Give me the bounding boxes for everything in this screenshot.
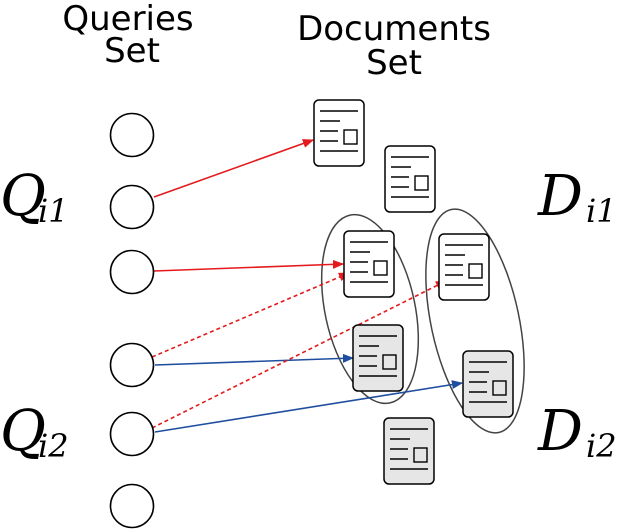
document-icon — [383, 417, 435, 485]
documents-header-line1: Documents — [297, 9, 491, 49]
svg-text:i2: i2 — [586, 427, 617, 465]
doc-label-di2: D i2 — [537, 399, 617, 465]
query-node — [109, 411, 155, 457]
document-icon — [352, 324, 404, 392]
document-icon — [384, 145, 436, 213]
svg-text:i1: i1 — [586, 192, 617, 230]
query-node — [109, 184, 155, 230]
documents-header-line2: Set — [366, 43, 422, 83]
svg-text:i2: i2 — [38, 427, 69, 465]
query-nodes — [109, 112, 155, 529]
query-label-qi2: Q i2 — [0, 399, 69, 465]
edge-q5-d6 — [154, 380, 464, 433]
doc-label-di1: D i1 — [537, 164, 617, 230]
document-nodes — [313, 99, 514, 485]
edge-q5-d5-dashed — [151, 280, 448, 429]
queries-header-line1: Queries — [62, 0, 193, 39]
query-node — [109, 249, 155, 295]
svg-text:D: D — [537, 399, 583, 464]
edge-q2-d1 — [153, 139, 315, 198]
query-label-qi1: Q i1 — [0, 164, 69, 230]
cluster-2 — [425, 208, 525, 434]
edge-q3-d3 — [153, 259, 345, 272]
edge-q4-d4 — [154, 353, 355, 366]
document-icon — [438, 233, 490, 301]
svg-text:D: D — [537, 164, 583, 229]
edge-q4-d3-dashed — [151, 272, 351, 358]
query-node — [109, 342, 155, 388]
svg-text:Q: Q — [0, 399, 46, 464]
document-icon — [462, 350, 514, 418]
document-icon — [343, 230, 395, 298]
svg-text:i1: i1 — [38, 192, 69, 230]
query-node — [109, 112, 155, 158]
cluster-1 — [320, 213, 420, 405]
svg-text:Q: Q — [0, 164, 46, 229]
query-node — [109, 483, 155, 529]
edges — [151, 139, 464, 433]
document-icon — [313, 99, 365, 167]
queries-header-line2: Set — [104, 31, 160, 71]
